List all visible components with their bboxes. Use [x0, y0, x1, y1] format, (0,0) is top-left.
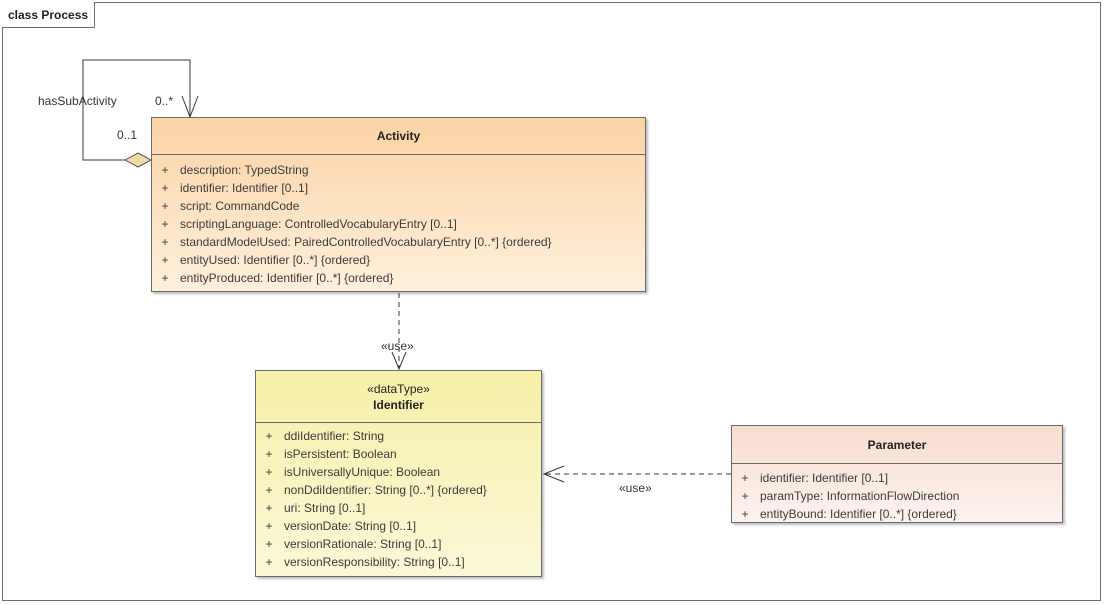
parameter-use-arrowhead: [542, 465, 565, 483]
attribute-text: versionDate: String [0..1]: [284, 519, 417, 533]
attribute-text: description: TypedString: [180, 163, 309, 177]
attribute-text: scriptingLanguage: ControlledVocabularyE…: [180, 217, 457, 231]
visibility-public-marker: +: [161, 199, 169, 213]
parameter-attribute-row[interactable]: + entityBound: Identifier [0..*] {ordered…: [732, 505, 1062, 523]
visibility-public-marker: +: [161, 253, 169, 267]
activity-use-label: «use»: [381, 339, 414, 353]
visibility-public-marker: +: [265, 483, 273, 497]
visibility-public-marker: +: [161, 271, 169, 285]
identifier-stereotype: «dataType»: [367, 381, 430, 396]
parameter-class[interactable]: Parameter + identifier: Identifier [0..1]…: [731, 425, 1063, 523]
multiplicity-source: 0..1: [117, 128, 138, 142]
activity-class[interactable]: Activity + description: TypedString + ident…: [151, 117, 646, 292]
identifier-attribute-row[interactable]: + nonDdiIdentifier: String [0..*] {ordere…: [256, 481, 541, 499]
activity-attribute-row[interactable]: + standardModelUsed: PairedControlledVoca…: [152, 233, 645, 251]
identifier-class-name: Identifier: [373, 397, 424, 412]
activity-attribute-row[interactable]: + entityUsed: Identifier [0..*] {ordered}: [152, 251, 645, 269]
identifier-attribute-row[interactable]: + ddiIdentifier: String: [256, 427, 541, 445]
attribute-text: entityProduced: Identifier [0..*] {order…: [180, 271, 394, 285]
visibility-public-marker: +: [265, 429, 273, 443]
diagram-title: class Process: [2, 2, 96, 28]
visibility-public-marker: +: [265, 465, 273, 479]
attribute-text: ddiIdentifier: String: [284, 429, 385, 443]
activity-attribute-row[interactable]: + identifier: Identifier [0..1]: [152, 179, 645, 197]
identifier-class[interactable]: «dataType» Identifier + ddiIdentifier: St…: [255, 370, 542, 577]
visibility-public-marker: +: [265, 537, 273, 551]
visibility-public-marker: +: [741, 507, 749, 521]
attribute-text: paramType: InformationFlowDirection: [760, 489, 960, 503]
role-has-sub-activity: hasSubActivity: [38, 94, 117, 108]
parameter-class-name: Parameter: [867, 437, 927, 452]
attribute-text: script: CommandCode: [180, 199, 300, 213]
visibility-public-marker: +: [265, 501, 273, 515]
parameter-attributes: + identifier: Identifier [0..1] + paramType…: [732, 464, 1062, 523]
attribute-text: isPersistent: Boolean: [284, 447, 397, 461]
visibility-public-marker: +: [741, 489, 749, 503]
attribute-text: entityBound: Identifier [0..*] {ordered}: [760, 507, 957, 521]
visibility-public-marker: +: [265, 519, 273, 533]
activity-attribute-row[interactable]: + script: CommandCode: [152, 197, 645, 215]
self-association-line: [82, 59, 191, 161]
identifier-attributes: + ddiIdentifier: String + isPersistent: Boo…: [256, 423, 541, 571]
visibility-public-marker: +: [741, 471, 749, 485]
parameter-class-header: Parameter: [732, 426, 1062, 464]
attribute-text: entityUsed: Identifier [0..*] {ordered}: [180, 253, 371, 267]
activity-attribute-row[interactable]: + description: TypedString: [152, 161, 645, 179]
attribute-text: identifier: Identifier [0..1]: [760, 471, 889, 485]
activity-attributes: + description: TypedString + identifier: Id…: [152, 155, 645, 287]
activity-attribute-row[interactable]: + scriptingLanguage: ControlledVocabulary…: [152, 215, 645, 233]
attribute-text: uri: String [0..1]: [284, 501, 366, 515]
parameter-attribute-row[interactable]: + identifier: Identifier [0..1]: [732, 469, 1062, 487]
multiplicity-target: 0..*: [155, 94, 174, 108]
attribute-text: identifier: Identifier [0..1]: [180, 181, 309, 195]
visibility-public-marker: +: [161, 235, 169, 249]
attribute-text: nonDdiIdentifier: String [0..*] {ordered…: [284, 483, 487, 497]
parameter-attribute-row[interactable]: + paramType: InformationFlowDirection: [732, 487, 1062, 505]
identifier-attribute-row[interactable]: + versionRationale: String [0..1]: [256, 535, 541, 553]
attribute-text: versionRationale: String [0..1]: [284, 537, 442, 551]
identifier-attribute-row[interactable]: + versionResponsibility: String [0..1]: [256, 553, 541, 571]
visibility-public-marker: +: [265, 447, 273, 461]
attribute-text: isUniversallyUnique: Boolean: [284, 465, 441, 479]
visibility-public-marker: +: [265, 555, 273, 569]
aggregation-diamond: [123, 152, 153, 168]
identifier-attribute-row[interactable]: + isPersistent: Boolean: [256, 445, 541, 463]
attribute-text: versionResponsibility: String [0..1]: [284, 555, 465, 569]
activity-class-header: Activity: [152, 118, 645, 155]
visibility-public-marker: +: [161, 181, 169, 195]
activity-use-arrowhead: [391, 351, 407, 371]
activity-class-name: Activity: [376, 129, 421, 143]
attribute-text: standardModelUsed: PairedControlledVocab…: [180, 235, 552, 249]
visibility-public-marker: +: [161, 163, 169, 177]
identifier-attribute-row[interactable]: + uri: String [0..1]: [256, 499, 541, 517]
activity-attribute-row[interactable]: + entityProduced: Identifier [0..*] {orde…: [152, 269, 645, 287]
identifier-attribute-row[interactable]: + versionDate: String [0..1]: [256, 517, 541, 535]
visibility-public-marker: +: [161, 217, 169, 231]
identifier-class-header: «dataType» Identifier: [256, 371, 541, 423]
parameter-use-label: «use»: [619, 481, 652, 495]
identifier-attribute-row[interactable]: + isUniversallyUnique: Boolean: [256, 463, 541, 481]
